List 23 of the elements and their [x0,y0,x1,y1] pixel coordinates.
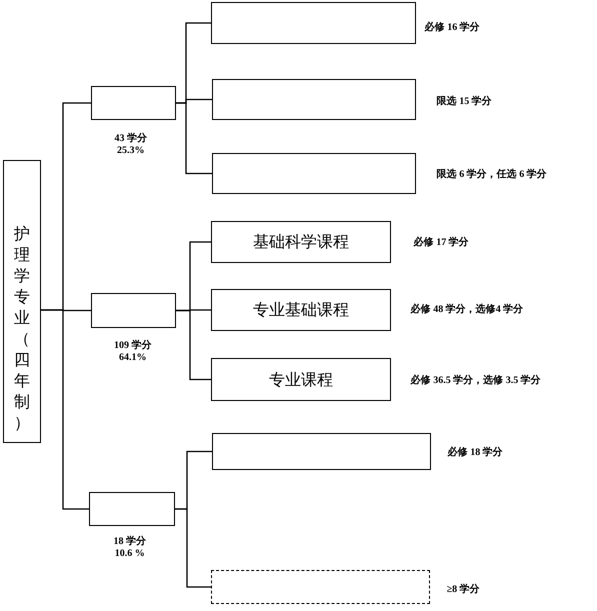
credit-label: 18 学分 [113,536,146,548]
credit-label: 必修 48 学分，选修4 学分 [410,304,524,316]
credit-label: 43 学分 [114,132,147,145]
program-title: 护理学专业（四年制） [14,223,30,433]
credit-label: 必修 36.5 学分，选修 3.5 学分 [410,374,541,387]
course-title: 基础科学课程 [253,233,349,251]
percent-label: 10.6 % [114,548,145,560]
credit-label: 必修 16 学分 [424,22,480,34]
credit-label: ≥8 学分 [446,584,480,596]
course-title: 专业基础课程 [253,301,349,319]
course-title: 专业课程 [269,370,333,388]
connector-line [175,508,211,588]
credit-label: 限选 6 学分，任选 6 学分 [436,168,547,181]
connector-line [176,102,212,174]
credit-label: 必修 17 学分 [414,236,469,249]
percent-label: 25.3% [116,144,144,157]
credit-label: 限选 15 学分 [436,96,492,108]
connector-line [176,310,211,380]
credit-label: 必修 18 学分 [448,446,503,459]
credit-label: 109 学分 [114,340,152,352]
program-box [3,160,41,443]
percent-label: 64.1% [118,352,146,364]
connector-line [41,309,89,510]
